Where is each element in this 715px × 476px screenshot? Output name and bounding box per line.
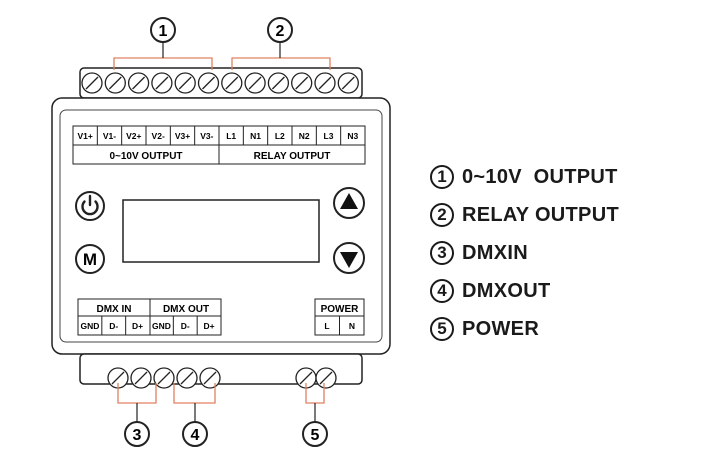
legend-item-3: 3 DMXIN (430, 234, 700, 272)
legend-number: 2 (430, 203, 454, 227)
legend-label: RELAY OUTPUT (462, 203, 619, 226)
legend: 1 0~10V OUTPUT 2 RELAY OUTPUT 3 DMXIN 4 … (430, 158, 700, 348)
terminal-screw (81, 72, 103, 94)
terminal-pin-label: V1- (103, 131, 116, 141)
terminal-screw (315, 367, 337, 389)
svg-text:5: 5 (311, 427, 320, 444)
power-button[interactable] (75, 191, 105, 221)
output-group-label: 0~10V OUTPUT (109, 151, 182, 162)
down-button[interactable] (333, 242, 365, 274)
terminal-screw (176, 367, 198, 389)
up-button[interactable] (333, 187, 365, 219)
legend-item-1: 1 0~10V OUTPUT (430, 158, 700, 196)
terminal-screw (151, 72, 173, 94)
legend-label: DMXIN (462, 241, 528, 264)
top-screws (81, 72, 359, 94)
terminal-screw (197, 72, 220, 94)
callout-5: 5 (302, 421, 328, 447)
svg-text:2: 2 (276, 23, 285, 40)
callout-1: 1 (150, 17, 176, 43)
legend-number: 5 (430, 317, 454, 341)
svg-text:3: 3 (133, 427, 142, 444)
power-pin-label: L (324, 321, 329, 331)
legend-number: 1 (430, 165, 454, 189)
relay-group-label: RELAY OUTPUT (254, 151, 331, 162)
terminal-pin-label: L2 (275, 131, 285, 141)
terminal-pin-label: V3+ (175, 131, 190, 141)
terminal-screw (130, 367, 152, 389)
terminal-screw (104, 72, 126, 94)
svg-text:4: 4 (191, 427, 200, 444)
legend-item-4: 4 DMXOUT (430, 272, 700, 310)
terminal-screw (107, 367, 129, 389)
legend-item-5: 5 POWER (430, 310, 700, 348)
terminal-screw (314, 72, 336, 94)
terminal-pin-label: V2+ (126, 131, 141, 141)
terminal-screw (127, 72, 150, 94)
power-pin-label: N (349, 321, 355, 331)
terminal-pin-label: L3 (324, 131, 334, 141)
dmx-pin-label: GND (80, 321, 99, 331)
terminal-pin-label: N1 (250, 131, 261, 141)
terminal-screw (291, 72, 313, 94)
legend-label: 0~10V OUTPUT (462, 165, 618, 188)
triangle-up-icon (340, 193, 358, 209)
callout-2: 2 (267, 17, 293, 43)
dmx-in-label: DMX IN (97, 304, 132, 315)
callout-3: 3 (124, 421, 150, 447)
terminal-pin-label: N3 (347, 131, 358, 141)
terminal-pin-label: V3- (200, 131, 213, 141)
device-front-panel (59, 109, 383, 343)
legend-label: DMXOUT (462, 279, 551, 302)
terminal-screw (267, 72, 290, 94)
terminal-pin-label: V2- (152, 131, 165, 141)
power-group-label: POWER (321, 304, 360, 315)
terminal-pin-label: N2 (299, 131, 310, 141)
dmx-pin-label: D- (181, 321, 190, 331)
terminal-screw (337, 72, 359, 94)
terminal-pin-label: L1 (226, 131, 236, 141)
dmx-out-label: DMX OUT (163, 304, 209, 315)
callout-leaders (136, 42, 316, 422)
menu-button-label: M (83, 250, 97, 269)
legend-label: POWER (462, 317, 540, 340)
dmx-pin-label: GND (152, 321, 171, 331)
legend-item-2: 2 RELAY OUTPUT (430, 196, 700, 234)
lcd-display (122, 199, 320, 263)
terminal-pin-label: V1+ (77, 131, 92, 141)
dmx-pin-label: D+ (204, 321, 215, 331)
dmx-pin-label: D+ (132, 321, 143, 331)
menu-button[interactable]: M (75, 244, 105, 274)
legend-number: 4 (430, 279, 454, 303)
svg-text:1: 1 (159, 23, 168, 40)
terminal-screw (221, 72, 243, 94)
terminal-screw (244, 72, 266, 94)
triangle-down-icon (340, 252, 358, 268)
terminal-screw (199, 367, 221, 389)
terminal-screw (153, 367, 175, 389)
callout-4: 4 (182, 421, 208, 447)
dmx-pin-label: D- (109, 321, 118, 331)
terminal-screw (174, 72, 196, 94)
power-icon (81, 200, 99, 216)
legend-number: 3 (430, 241, 454, 265)
